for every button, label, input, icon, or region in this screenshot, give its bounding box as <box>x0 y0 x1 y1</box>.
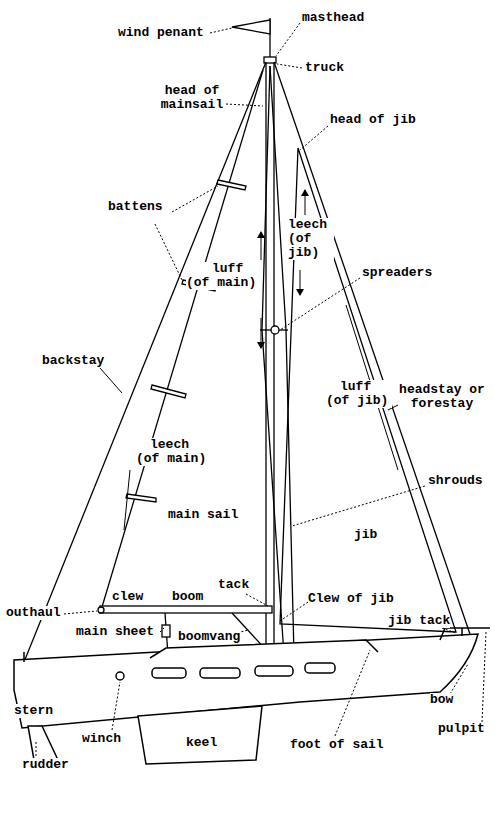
drawing-stroke <box>271 326 279 334</box>
part-label: jib tack <box>388 614 450 628</box>
drawing-stroke <box>217 180 246 190</box>
drawing-stroke <box>162 625 170 637</box>
drawing-stroke <box>292 486 425 526</box>
drawing-stroke <box>200 668 240 678</box>
drawing-stroke <box>300 270 301 295</box>
drawing-stroke <box>461 628 463 636</box>
part-label: stern <box>14 704 53 718</box>
drawing-stroke <box>23 652 25 662</box>
drawing-stroke <box>277 64 302 68</box>
part-label: battens <box>108 200 163 214</box>
part-label: boomvang <box>178 630 240 644</box>
drawing-stroke <box>276 23 300 56</box>
part-label: jib <box>354 528 377 542</box>
drawing-stroke <box>126 494 156 502</box>
part-label: head of mainsail <box>158 84 226 112</box>
drawing-stroke <box>270 66 294 655</box>
part-label: main sail <box>168 508 238 522</box>
part-label: bow <box>430 693 453 707</box>
drawing-stroke <box>246 594 268 606</box>
drawing-stroke <box>151 385 186 398</box>
part-label: clew <box>112 590 143 604</box>
drawing-stroke <box>255 666 293 676</box>
drawing-stroke <box>280 602 308 621</box>
part-label: luff (of jib) <box>326 380 392 408</box>
part-label: keel <box>186 736 217 750</box>
part-label: winch <box>82 732 121 746</box>
drawing-stroke <box>232 20 270 34</box>
drawing-stroke <box>155 224 183 282</box>
drawing-stroke <box>138 706 262 764</box>
part-label: leech (of jib) <box>288 218 334 260</box>
drawing-stroke <box>172 186 218 212</box>
part-label: shrouds <box>428 474 483 488</box>
drawing-stroke <box>261 318 262 348</box>
drawing-stroke <box>300 126 328 150</box>
hull <box>14 628 490 764</box>
drawing-stroke <box>100 368 122 393</box>
part-label: pulpit <box>438 722 485 736</box>
part-label: headstay or forestay <box>398 383 486 411</box>
arrows <box>100 190 398 530</box>
part-label: Clew of jib <box>308 592 394 606</box>
part-label: wind penant <box>118 26 204 40</box>
drawing-stroke <box>24 62 266 662</box>
drawing-stroke <box>265 60 266 655</box>
part-label: outhaul <box>6 606 61 620</box>
drawing-stroke <box>102 70 263 607</box>
part-label: head of jib <box>330 113 416 127</box>
drawing-stroke <box>305 663 335 673</box>
part-label: boom <box>172 590 203 604</box>
part-label: spreaders <box>362 266 432 280</box>
part-label: backstay <box>42 354 104 368</box>
part-label: tack <box>218 578 249 592</box>
drawing-stroke <box>280 278 360 330</box>
drawing-stroke <box>226 104 263 106</box>
drawing-stroke <box>482 632 486 722</box>
drawing-stroke <box>262 66 284 655</box>
drawing-stroke <box>210 28 232 33</box>
part-label: foot of sail <box>290 738 384 752</box>
drawing-stroke <box>152 668 186 678</box>
part-label: luff (of main) <box>186 262 260 290</box>
drawing-stroke <box>305 190 306 215</box>
drawing-stroke <box>100 606 272 613</box>
part-label: leech (of main) <box>136 438 210 466</box>
drawing-stroke <box>112 682 120 730</box>
drawing-stroke <box>274 62 472 640</box>
drawing-stroke <box>124 470 130 530</box>
drawing-stroke <box>36 742 37 756</box>
part-label: masthead <box>302 11 364 25</box>
part-label: rudder <box>22 758 69 772</box>
drawing-stroke <box>261 232 262 260</box>
drawing-stroke <box>64 611 97 614</box>
rigging <box>24 18 472 662</box>
drawing-stroke <box>450 664 468 694</box>
part-label: truck <box>305 61 344 75</box>
drawing-stroke <box>116 672 124 680</box>
drawing-stroke <box>442 628 456 633</box>
drawing-stroke <box>28 726 58 760</box>
drawing-stroke <box>160 628 164 632</box>
drawing-stroke <box>440 628 490 640</box>
part-label: main sheet <box>76 625 154 639</box>
leader-lines <box>36 23 486 756</box>
drawing-stroke <box>98 607 104 613</box>
drawing-stroke <box>335 650 370 736</box>
